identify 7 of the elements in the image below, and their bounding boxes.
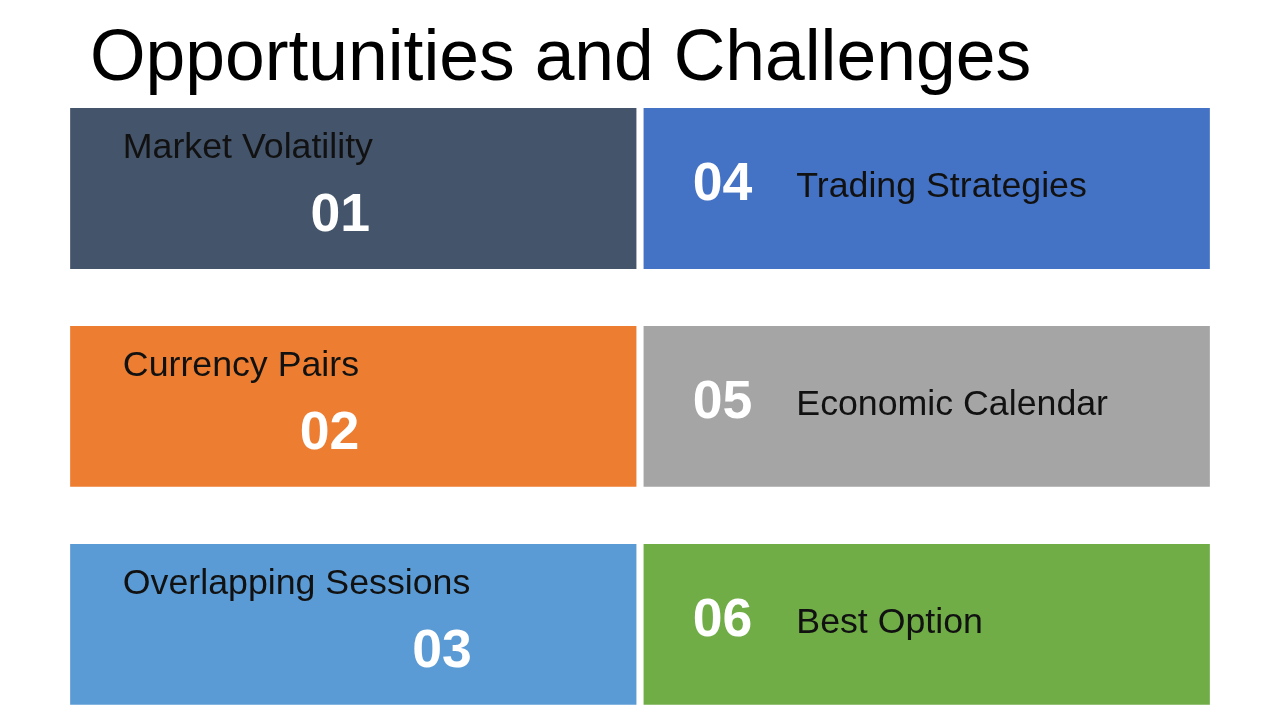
node-box: 04 Trading Strategies: [643, 108, 1210, 269]
node-box: Overlapping Sessions 03: [70, 544, 637, 705]
node-box: 06 Best Option: [643, 544, 1210, 705]
node-box: Currency Pairs 02: [70, 326, 637, 487]
node-box: 05 Economic Calendar: [643, 326, 1210, 487]
diagram-title: Opportunities and Challenges: [89, 14, 1032, 95]
node-box: Market Volatility 01: [70, 108, 637, 269]
